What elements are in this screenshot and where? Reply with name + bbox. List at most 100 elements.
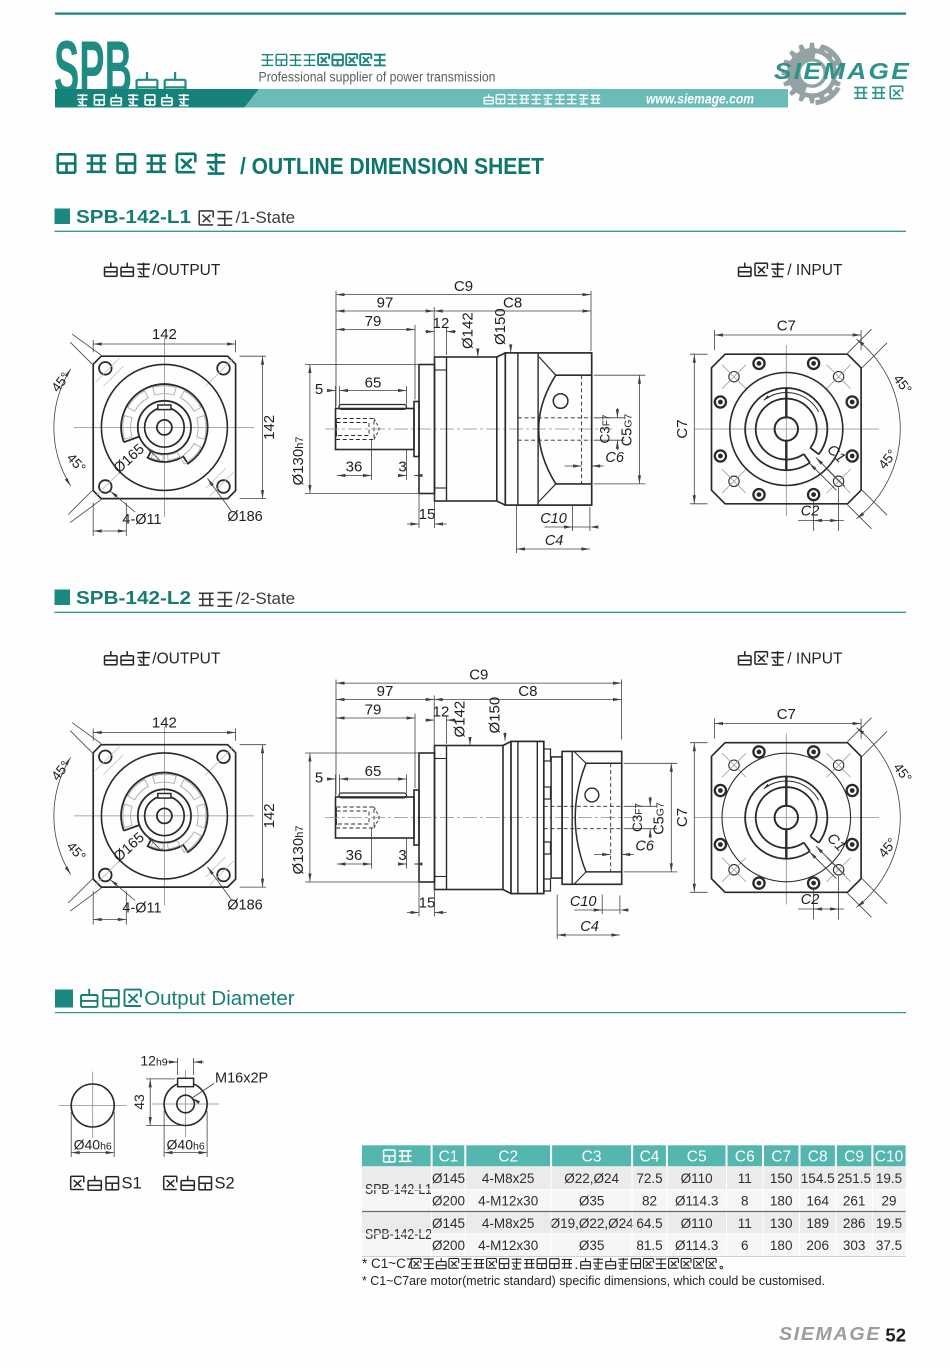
svg-text:4-M12x30: 4-M12x30 xyxy=(478,1238,538,1253)
svg-text:Ø114.3: Ø114.3 xyxy=(675,1238,718,1253)
svg-text:Ø200: Ø200 xyxy=(432,1238,465,1253)
svg-text:Ø35: Ø35 xyxy=(579,1238,605,1253)
svg-text:Ø130h7: Ø130h7 xyxy=(290,437,307,486)
svg-text:C4: C4 xyxy=(545,533,564,549)
svg-text:M16x2P: M16x2P xyxy=(215,1071,268,1087)
svg-text:Ø40h6: Ø40h6 xyxy=(167,1137,205,1153)
svg-text:43: 43 xyxy=(131,1094,147,1110)
svg-text:286: 286 xyxy=(843,1216,866,1231)
svg-text:/2-State: /2-State xyxy=(236,589,296,608)
svg-text:189: 189 xyxy=(806,1216,829,1231)
svg-text:6: 6 xyxy=(741,1238,749,1253)
svg-text:36: 36 xyxy=(346,459,363,476)
svg-text:5: 5 xyxy=(315,381,323,398)
svg-text:C7: C7 xyxy=(674,808,691,827)
svg-text:/ INPUT: / INPUT xyxy=(787,651,843,668)
svg-text:150: 150 xyxy=(770,1171,793,1186)
svg-text:Ø145: Ø145 xyxy=(432,1216,465,1231)
svg-text:8: 8 xyxy=(741,1194,749,1209)
svg-text:180: 180 xyxy=(770,1194,793,1209)
svg-text:C9: C9 xyxy=(844,1149,864,1166)
svg-text:Output Diameter: Output Diameter xyxy=(144,987,295,1010)
svg-text:C6: C6 xyxy=(635,839,654,855)
svg-text:29: 29 xyxy=(881,1194,896,1209)
svg-text:C4: C4 xyxy=(580,919,599,935)
svg-text:164: 164 xyxy=(806,1194,829,1209)
svg-text:Ø35: Ø35 xyxy=(579,1194,605,1209)
svg-text:Ø40h6: Ø40h6 xyxy=(74,1137,112,1153)
svg-text:C5: C5 xyxy=(687,1149,707,1166)
svg-text:36: 36 xyxy=(346,847,363,864)
svg-text:C7: C7 xyxy=(777,318,796,335)
svg-text:C3F7: C3F7 xyxy=(630,803,645,832)
svg-text:C6: C6 xyxy=(605,450,624,466)
svg-text:S2: S2 xyxy=(215,1175,235,1193)
svg-text:Ø114.3: Ø114.3 xyxy=(675,1194,718,1209)
svg-text:65: 65 xyxy=(365,375,382,392)
svg-text:* C1~C7: * C1~C7 xyxy=(362,1256,413,1271)
svg-text:142: 142 xyxy=(261,415,278,440)
svg-text:SIEMAGE: SIEMAGE xyxy=(774,58,911,84)
svg-text:72.5: 72.5 xyxy=(636,1171,662,1186)
svg-text:C10: C10 xyxy=(875,1149,904,1166)
svg-text:C5G7: C5G7 xyxy=(619,414,635,447)
svg-text:/ INPUT: / INPUT xyxy=(787,262,843,279)
svg-text:Ø110: Ø110 xyxy=(681,1171,713,1186)
svg-text:Ø22,Ø24: Ø22,Ø24 xyxy=(564,1171,619,1186)
svg-text:SPB-142-L2: SPB-142-L2 xyxy=(76,587,191,608)
svg-text:C9: C9 xyxy=(469,667,488,684)
svg-text:Ø142: Ø142 xyxy=(452,701,469,738)
svg-text:3: 3 xyxy=(398,459,406,476)
svg-text:C6: C6 xyxy=(735,1149,755,1166)
svg-text:C7: C7 xyxy=(674,419,691,438)
svg-text:4-Ø11: 4-Ø11 xyxy=(122,512,161,528)
svg-text:C5G7: C5G7 xyxy=(651,802,667,835)
svg-text:130: 130 xyxy=(770,1216,793,1231)
svg-text:C8: C8 xyxy=(808,1149,828,1166)
svg-text:15: 15 xyxy=(419,895,436,912)
svg-text:/ OUTLINE DIMENSION SHEET: / OUTLINE DIMENSION SHEET xyxy=(240,153,545,179)
svg-text:303: 303 xyxy=(843,1238,866,1253)
svg-text:79: 79 xyxy=(365,313,382,330)
svg-text:4-M12x30: 4-M12x30 xyxy=(478,1194,538,1209)
svg-text:C2: C2 xyxy=(801,892,820,908)
svg-text:/1-State: /1-State xyxy=(236,208,296,227)
svg-text:Ø110: Ø110 xyxy=(681,1216,713,1231)
svg-text:Ø130h7: Ø130h7 xyxy=(290,826,307,875)
svg-text:12h9: 12h9 xyxy=(140,1053,167,1069)
svg-text:79: 79 xyxy=(365,702,382,719)
svg-text:142: 142 xyxy=(261,803,278,828)
svg-text:4-M8x25: 4-M8x25 xyxy=(482,1171,535,1186)
svg-text:Professional supplier of power: Professional supplier of power transmiss… xyxy=(259,70,496,85)
svg-text:SIEMAGE: SIEMAGE xyxy=(779,1324,881,1344)
svg-text:37.5: 37.5 xyxy=(876,1238,902,1253)
svg-text:Ø142: Ø142 xyxy=(459,312,476,349)
svg-text:261: 261 xyxy=(843,1194,866,1209)
svg-text:11: 11 xyxy=(738,1216,752,1231)
svg-text:S1: S1 xyxy=(122,1175,142,1193)
svg-text:C10: C10 xyxy=(570,894,597,910)
svg-text:C9: C9 xyxy=(454,278,473,295)
svg-text:82: 82 xyxy=(642,1194,657,1209)
svg-text:SPB-142-L2: SPB-142-L2 xyxy=(365,1227,432,1243)
svg-text:C8: C8 xyxy=(518,683,537,700)
svg-text:C2: C2 xyxy=(801,504,820,520)
svg-text:C1: C1 xyxy=(439,1149,459,1166)
svg-text:3: 3 xyxy=(398,847,406,864)
svg-text:142: 142 xyxy=(152,715,177,732)
svg-text:65: 65 xyxy=(365,763,382,780)
svg-text:52: 52 xyxy=(885,1325,906,1346)
svg-text:SPB-142-L1: SPB-142-L1 xyxy=(76,206,191,227)
svg-text:142: 142 xyxy=(152,326,177,343)
svg-text:Ø150: Ø150 xyxy=(492,308,509,345)
svg-text:C7: C7 xyxy=(771,1149,791,1166)
svg-text:19.5: 19.5 xyxy=(876,1216,902,1231)
svg-text:Ø186: Ø186 xyxy=(227,898,262,914)
svg-text:C3: C3 xyxy=(582,1149,602,1166)
svg-text:12: 12 xyxy=(433,315,450,332)
svg-text:* C1~C7are motor(metric standa: * C1~C7are motor(metric standard) specif… xyxy=(362,1273,825,1288)
svg-text:C8: C8 xyxy=(503,295,522,312)
svg-text:www.siemage.com: www.siemage.com xyxy=(646,92,754,107)
svg-text:251.5: 251.5 xyxy=(837,1171,871,1186)
svg-text:180: 180 xyxy=(770,1238,793,1253)
